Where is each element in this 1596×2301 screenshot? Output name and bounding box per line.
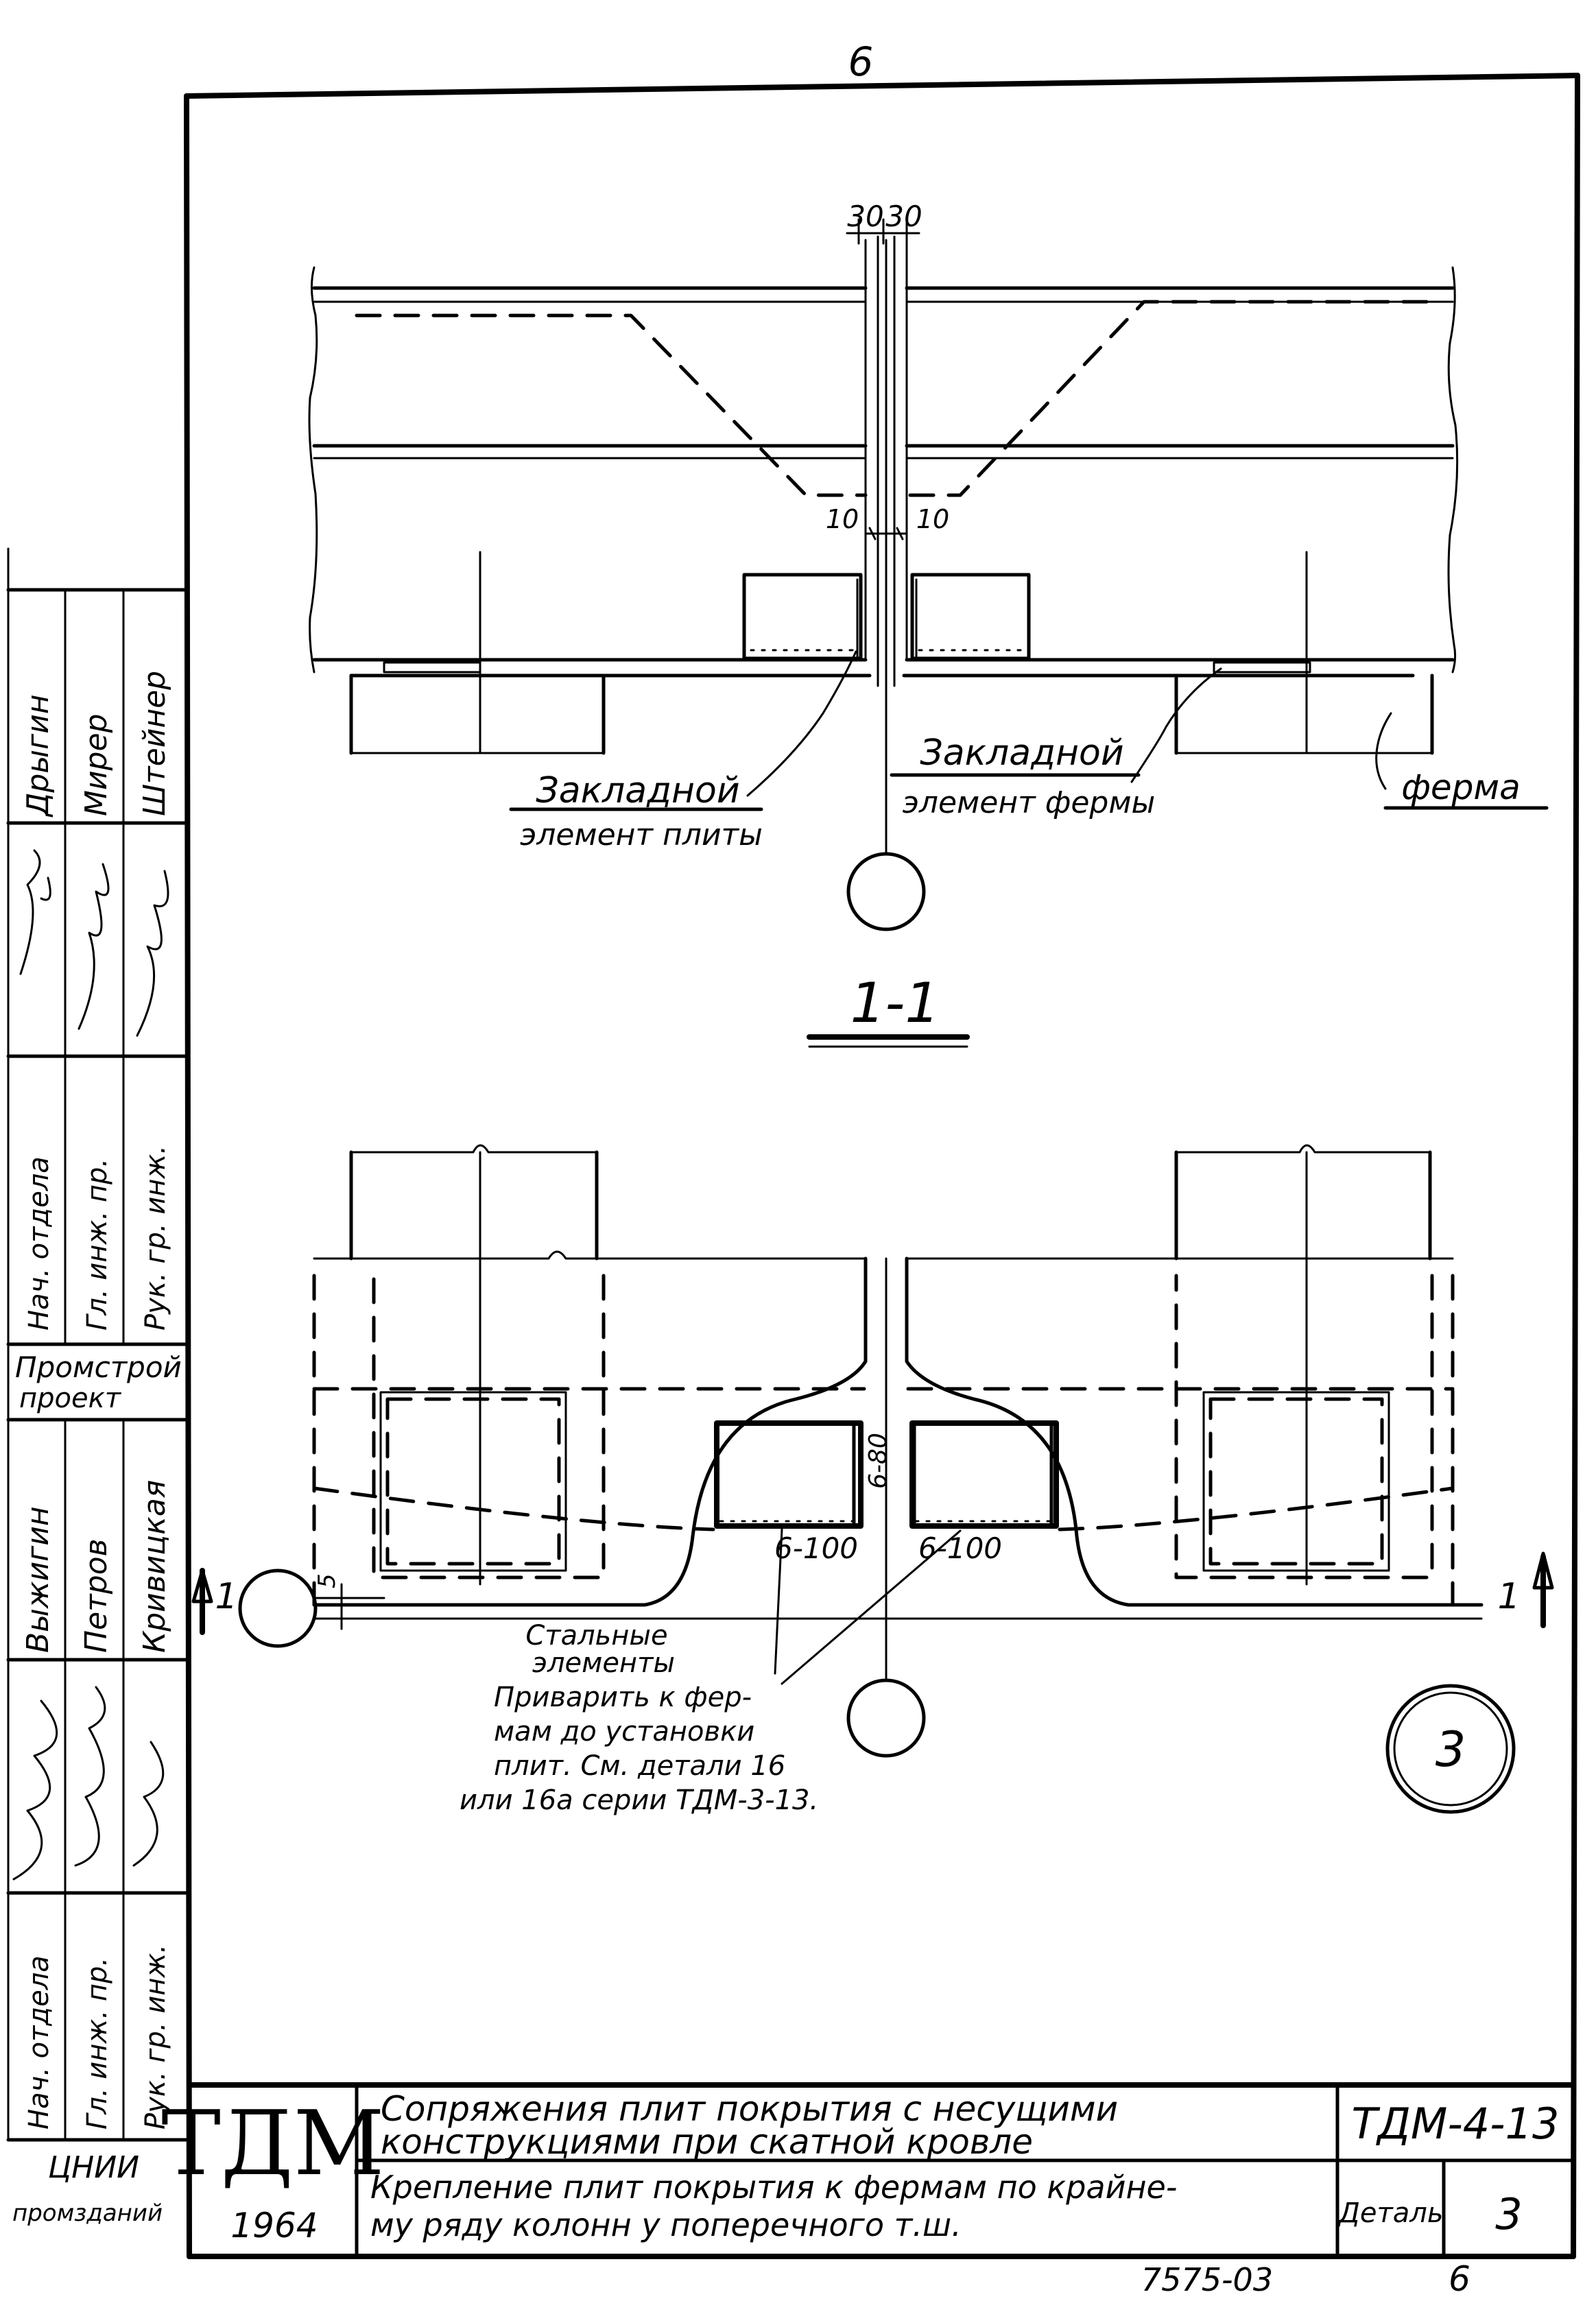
detail-marker: 3 (1436, 1721, 1466, 1778)
side-name-4: Выжигин (21, 1506, 56, 1653)
note-line-2: мам до установки (494, 1716, 754, 1748)
detail-label: Деталь (1337, 2197, 1444, 2229)
weld-left: 6-100 (774, 1531, 858, 1565)
logo: ТДМ (161, 2091, 385, 2195)
side-name-3: Штейнер (137, 671, 172, 816)
side-name-5: Петров (79, 1538, 114, 1653)
title-line-1: Сопряжения плит покрытия с несущими (381, 2089, 1118, 2129)
side-role-5: Гл. инж. пр. (82, 1957, 113, 2130)
plan-view: 30 30 10 10 (308, 200, 1549, 931)
note-line-3: плит. См. детали 16 (494, 1750, 785, 1782)
slab-insert-label: Закладной (536, 770, 739, 811)
subtitle-line-1: Крепление плит покрытия к фермам по край… (370, 2169, 1177, 2206)
side-role-3: Рук. гр. инж. (140, 1145, 171, 1331)
dim-offset-left: 10 (826, 504, 859, 534)
cut-mark-left: 1 (215, 1576, 237, 1617)
dim-gap-left: 30 (847, 200, 883, 233)
side-name-2: Мирер (79, 714, 114, 817)
page-number-bottom: 6 (1449, 2259, 1470, 2299)
side-role-6: Рук. гр. инж. (140, 1944, 171, 2130)
title-block: ТДМ 1964 Сопряжения плит покрытия с несу… (161, 2082, 1576, 2299)
side-org-2b: промзданий (12, 2199, 163, 2227)
section-1-1: 1-1 (191, 971, 1554, 1816)
sheet-frame (184, 73, 1580, 2259)
side-role-1: Нач. отдела (23, 1156, 55, 1331)
side-org-2a: ЦНИИ (48, 2150, 139, 2185)
cut-mark-right: 1 (1497, 1576, 1520, 1617)
axis-bubble-top (846, 852, 926, 931)
note-line-4: или 16а серии ТДМ-3-13. (460, 1785, 818, 1816)
side-stamp: Дрыгин Мирер Штейнер Нач. отдела Гл. инж… (6, 547, 189, 2227)
page-number: 6 (848, 38, 874, 85)
truss-label: ферма (1401, 767, 1521, 807)
axis-bubble-left (238, 1569, 318, 1648)
dim-offset-right: 10 (916, 504, 949, 534)
slab-insert-label-2: элемент плиты (520, 818, 763, 853)
axis-bubble-section (846, 1678, 926, 1758)
side-org-1b: проект (19, 1383, 122, 1414)
sheet-number: 7575-03 (1141, 2261, 1273, 2298)
truss-insert-label: Закладной (920, 732, 1123, 774)
side-org-1a: Промстрой (15, 1350, 182, 1384)
weld-vertical: 6-80 (864, 1433, 892, 1489)
note-line-1: Приварить к фер- (494, 1682, 752, 1713)
side-name-1: Дрыгин (21, 694, 56, 818)
side-role-4: Нач. отдела (23, 1955, 55, 2130)
dim-gap-right: 30 (885, 200, 922, 233)
side-role-2: Гл. инж. пр. (82, 1158, 113, 1331)
note-title-2: элементы (532, 1647, 675, 1679)
subtitle-line-2: му ряду колонн у поперечного т.ш. (370, 2206, 962, 2243)
dim-edge: 5 (313, 1573, 341, 1588)
year: 1964 (230, 2206, 318, 2245)
note-title-1: Стальные (525, 1620, 667, 1652)
section-label: 1-1 (850, 971, 940, 1035)
weld-right: 6-100 (918, 1531, 1002, 1565)
detail-number: 3 (1495, 2189, 1522, 2239)
title-line-2: конструкциями при скатной кровле (381, 2122, 1033, 2162)
side-name-6: Кривицкая (137, 1480, 172, 1653)
truss-insert-label-2: элемент фермы (903, 785, 1156, 820)
drawing-code: ТДМ-4-13 (1352, 2099, 1560, 2149)
